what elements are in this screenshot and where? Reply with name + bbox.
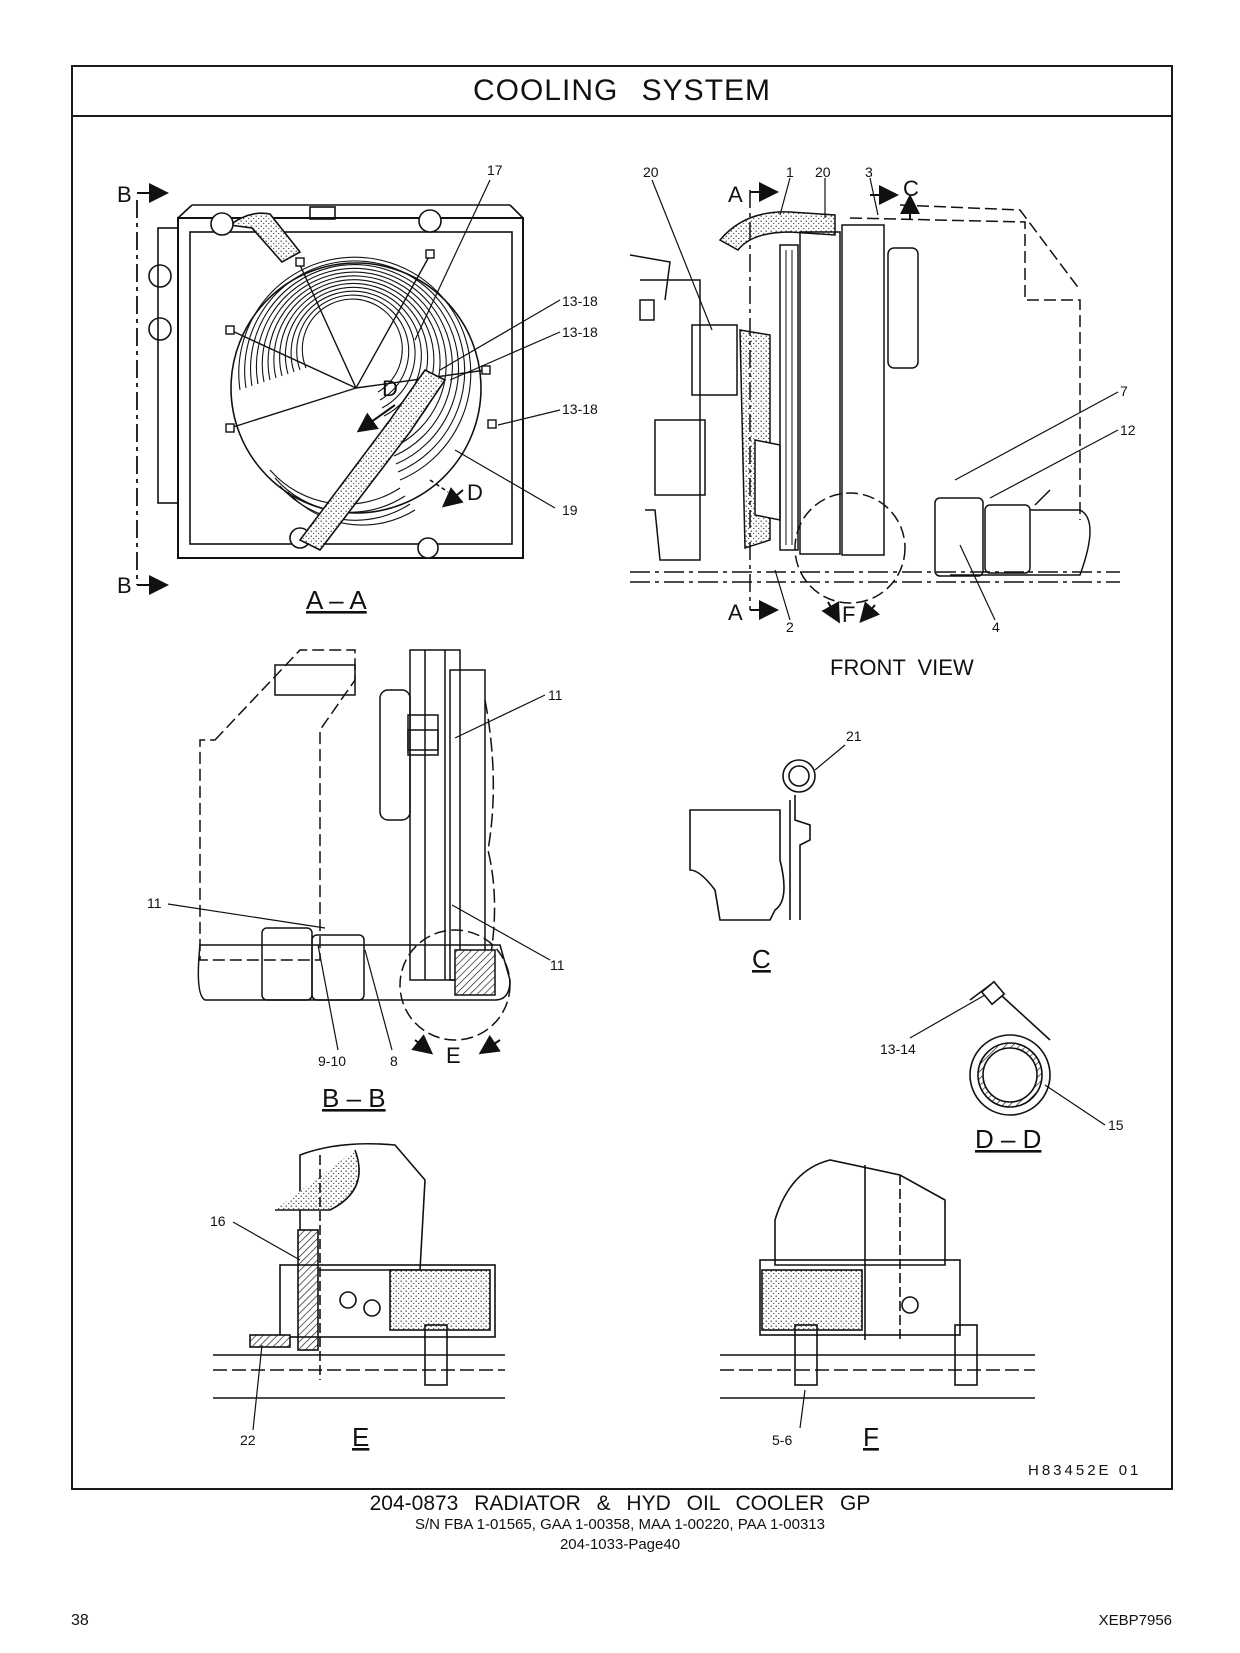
callout-22: 22 — [240, 1432, 256, 1448]
callout-4: 4 — [992, 619, 1000, 635]
view-c-labels: 21 C — [752, 728, 862, 974]
callout-20-a: 20 — [643, 164, 659, 180]
view-e — [213, 1143, 505, 1431]
callout-5-6: 5-6 — [772, 1432, 792, 1448]
callout-13-14: 13-14 — [880, 1041, 916, 1057]
callout-13-18-b: 13-18 — [562, 324, 598, 340]
illustration-code: H83452E 01 — [1028, 1462, 1141, 1479]
document-number: XEBP7956 — [1098, 1612, 1172, 1629]
view-front — [629, 177, 1120, 624]
view-b-b — [167, 649, 551, 1055]
callout-16: 16 — [210, 1213, 226, 1229]
view-a-a-labels: B B D D 17 13-18 13-18 13-18 19 A – A — [117, 162, 598, 615]
section-marker-d-bottom: D — [467, 480, 483, 505]
footer-reference: 204-1033-Page40 — [559, 1536, 681, 1553]
callout-7: 7 — [1120, 383, 1128, 399]
callout-11-b: 11 — [147, 895, 162, 911]
view-a-a — [136, 179, 561, 595]
view-c — [689, 744, 846, 921]
section-marker-b-top: B — [117, 182, 132, 207]
illustration-frame: COOLING SYSTEM — [71, 65, 1173, 1490]
callout-13-18-a: 13-18 — [562, 293, 598, 309]
callout-2: 2 — [786, 619, 794, 635]
callout-21: 21 — [846, 728, 862, 744]
view-front-labels: 20 1 20 3 A A C F 7 12 2 4 FRONT VIEW — [643, 164, 1136, 680]
section-marker-f: F — [842, 602, 855, 627]
section-marker-d-top: D — [382, 376, 398, 401]
callout-1: 1 — [786, 164, 794, 180]
callout-3: 3 — [865, 164, 873, 180]
callout-19: 19 — [562, 502, 578, 518]
callout-9-10: 9-10 — [318, 1053, 346, 1069]
callout-13-18-c: 13-18 — [562, 401, 598, 417]
view-title-c: C — [752, 944, 771, 974]
callout-12: 12 — [1120, 422, 1136, 438]
callout-11-c: 11 — [550, 957, 565, 973]
view-title-front: FRONT VIEW — [830, 655, 974, 680]
view-f — [720, 1159, 1035, 1429]
view-b-b-labels: 11 11 11 9-10 8 E B – B — [147, 687, 565, 1113]
view-d-d — [909, 980, 1106, 1126]
view-title-a-a: A – A — [306, 585, 367, 615]
view-title-f: F — [863, 1422, 879, 1452]
section-marker-c: C — [903, 176, 919, 201]
callout-17: 17 — [487, 162, 503, 178]
section-marker-e: E — [446, 1043, 461, 1068]
callout-8: 8 — [390, 1053, 398, 1069]
footer-group-title: 204-0873 RADIATOR & HYD OIL COOLER GP — [369, 1492, 871, 1515]
callout-11-a: 11 — [548, 687, 563, 703]
page-title: COOLING SYSTEM — [73, 67, 1171, 117]
page-number: 38 — [71, 1612, 89, 1629]
callout-15: 15 — [1108, 1117, 1124, 1133]
view-title-e: E — [352, 1422, 369, 1452]
callout-20-b: 20 — [815, 164, 831, 180]
section-marker-b-bottom: B — [117, 573, 132, 598]
view-title-d-d: D – D — [975, 1124, 1041, 1154]
view-title-b-b: B – B — [322, 1083, 386, 1113]
section-marker-a-bottom: A — [728, 600, 743, 625]
view-d-d-labels: 13-14 15 D – D — [880, 1041, 1124, 1154]
view-f-labels: 5-6 F — [772, 1422, 879, 1452]
footer-serials: S/N FBA 1-01565, GAA 1-00358, MAA 1-0022… — [415, 1516, 825, 1533]
view-e-labels: 16 22 E — [210, 1213, 369, 1452]
section-marker-a-top: A — [728, 182, 743, 207]
